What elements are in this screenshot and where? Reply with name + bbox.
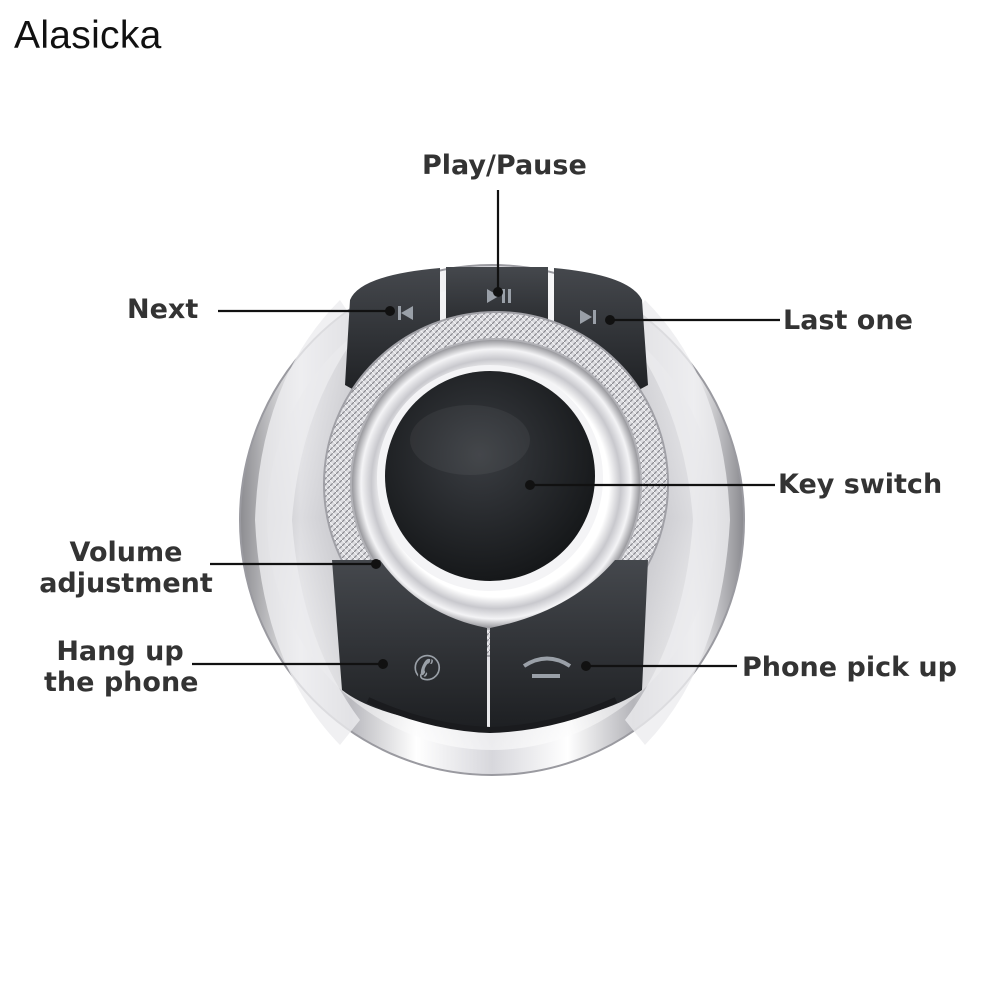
last-one-button	[554, 268, 648, 400]
brand-watermark: Alasicka	[14, 14, 162, 57]
phone-pick-up-label: Phone pick up	[742, 652, 957, 683]
volume-adjustment-label: Volume adjustment	[38, 537, 214, 599]
hang-up-icon: ✆	[413, 649, 442, 689]
key-switch-knob	[377, 365, 603, 591]
next-label: Next	[127, 294, 199, 325]
bottom-button-group: ✆	[332, 560, 648, 734]
hang-up-button	[332, 560, 487, 730]
play-pause-label: Play/Pause	[422, 150, 587, 181]
callout-lines	[192, 190, 780, 668]
last-one-label: Last one	[783, 305, 913, 336]
next-icon	[398, 306, 413, 320]
volume-label-line1: Volume	[69, 537, 183, 568]
play-pause-icon	[487, 289, 511, 303]
last-one-icon	[580, 310, 596, 324]
volume-label-line2: adjustment	[39, 568, 213, 599]
hang-up-label-line2: the phone	[44, 667, 199, 698]
hang-up-label: Hang up the phone	[44, 636, 199, 698]
hang-up-label-line1: Hang up	[56, 636, 184, 667]
phone-pick-up-icon	[522, 656, 572, 678]
callout-dots	[371, 287, 615, 671]
phone-pick-up-button	[490, 560, 648, 730]
key-switch-label: Key switch	[778, 469, 943, 500]
